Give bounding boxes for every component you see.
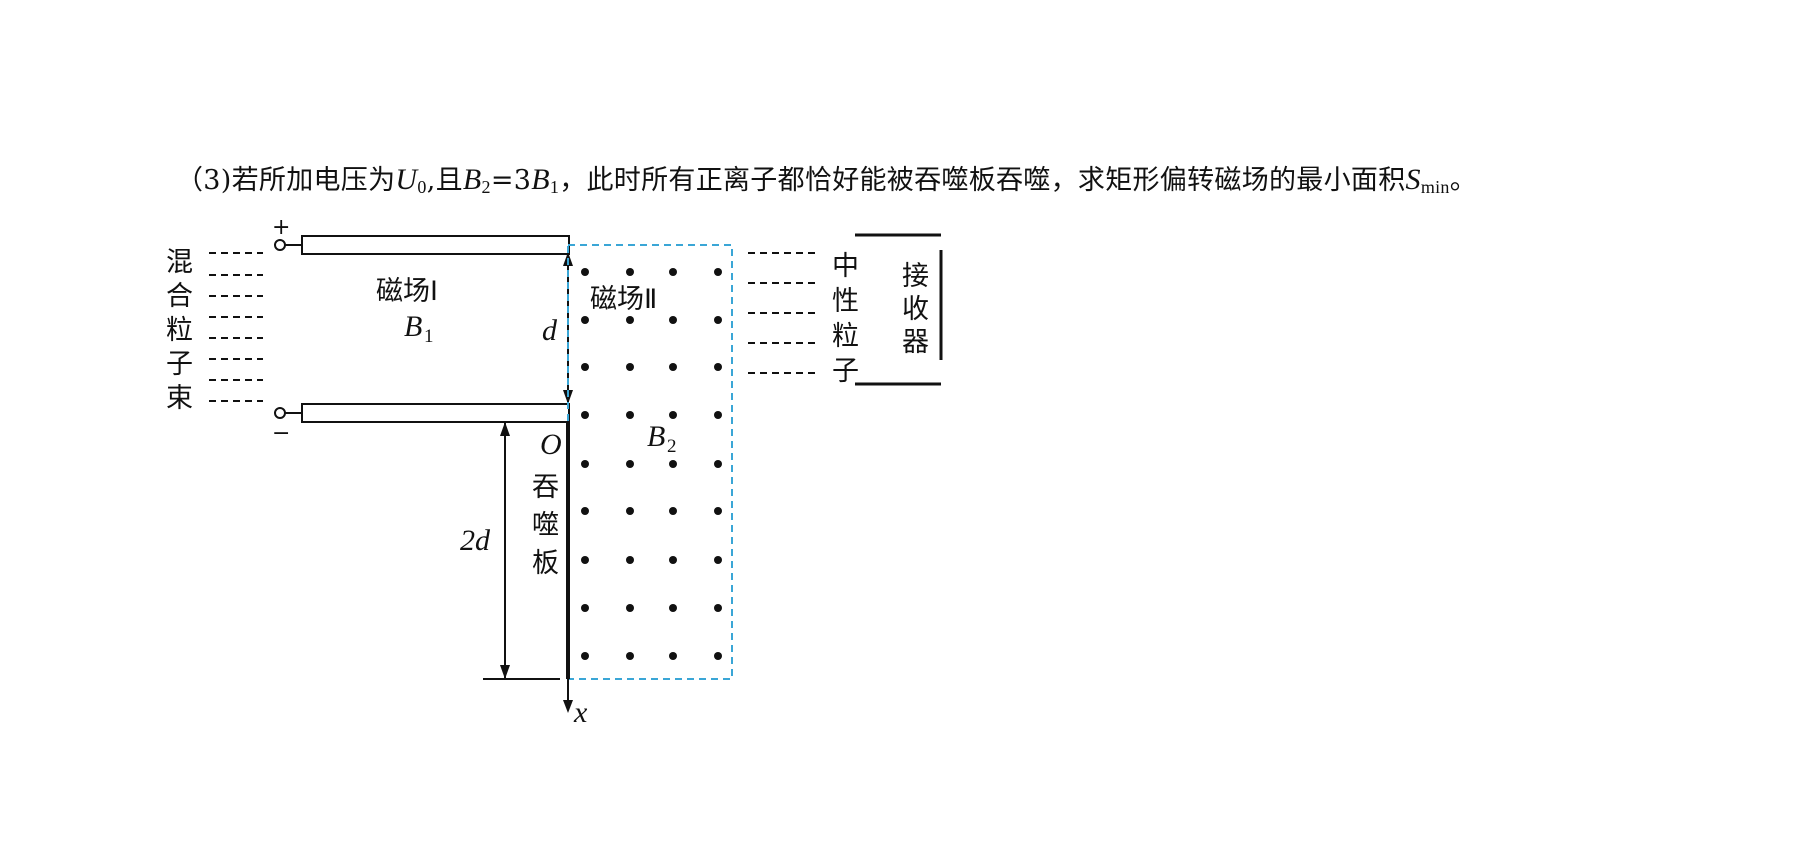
field-dot xyxy=(714,556,722,564)
x-axis-arrow xyxy=(563,679,573,713)
field-dot xyxy=(669,411,677,419)
field-dot xyxy=(714,507,722,515)
minus-sign: − xyxy=(272,421,290,446)
field-dot xyxy=(581,604,589,612)
svg-text:收: 收 xyxy=(902,294,929,325)
field-dot xyxy=(714,652,722,660)
2d-dimension-arrow xyxy=(483,422,560,680)
svg-text:噬: 噬 xyxy=(532,510,559,541)
field-dot xyxy=(581,363,589,371)
receiver-label: 接 收 器 xyxy=(902,261,929,358)
field-dot xyxy=(669,652,677,660)
field-dot xyxy=(581,507,589,515)
field-dot xyxy=(714,411,722,419)
svg-text:子: 子 xyxy=(832,356,859,387)
field-dot xyxy=(669,604,677,612)
field-dot xyxy=(581,411,589,419)
field-1-label: 磁场Ⅰ xyxy=(376,276,438,307)
d-label: d xyxy=(542,314,558,347)
svg-text:粒: 粒 xyxy=(166,315,193,346)
field-dot xyxy=(669,507,677,515)
svg-text:性: 性 xyxy=(832,286,859,317)
mixed-beam-label: 混 合 粒 子 束 xyxy=(166,247,193,414)
svg-text:合: 合 xyxy=(166,281,193,312)
field-1-B-sub: 1 xyxy=(424,326,434,347)
field-dot xyxy=(714,363,722,371)
field-dot xyxy=(626,411,634,419)
field-dot xyxy=(669,363,677,371)
svg-text:板: 板 xyxy=(532,548,559,579)
field-dot xyxy=(669,460,677,468)
upper-plate: + xyxy=(272,215,570,255)
mixed-beam-lines xyxy=(209,252,263,402)
neutral-particle-lines xyxy=(748,252,816,374)
field-dot xyxy=(714,268,722,276)
svg-text:粒: 粒 xyxy=(832,321,859,352)
svg-text:混: 混 xyxy=(166,247,193,278)
field-dot xyxy=(626,363,634,371)
field-dot xyxy=(669,268,677,276)
lower-plate: − xyxy=(272,403,570,446)
field-dot xyxy=(581,652,589,660)
field-dot xyxy=(581,268,589,276)
field-1-B: B xyxy=(404,310,422,343)
neutral-particle-label: 中 性 粒 子 xyxy=(832,251,859,387)
field-2-B: B xyxy=(647,420,665,453)
svg-text:中: 中 xyxy=(832,251,859,282)
field-dot xyxy=(669,316,677,324)
x-axis-label: x xyxy=(573,696,588,729)
field-dot xyxy=(626,460,634,468)
field-dot xyxy=(581,460,589,468)
svg-text:器: 器 xyxy=(902,327,929,358)
absorber-plate-label: 吞 噬 板 xyxy=(532,472,559,579)
field-2-dots xyxy=(581,268,722,660)
question-text: （3)若所加电压为U0,且B2=3B1，此时所有正离子都恰好能被吞噬板吞噬，求矩… xyxy=(176,163,1478,197)
svg-text:束: 束 xyxy=(166,383,193,414)
2d-label: 2d xyxy=(460,524,491,557)
field-2-B-sub: 2 xyxy=(667,436,677,457)
svg-text:接: 接 xyxy=(902,261,929,292)
field-dot xyxy=(626,652,634,660)
field-dot xyxy=(626,316,634,324)
field-dot xyxy=(581,556,589,564)
plus-sign: + xyxy=(272,215,290,240)
svg-text:吞: 吞 xyxy=(532,472,559,503)
field-dot xyxy=(669,556,677,564)
receiver xyxy=(855,233,943,386)
field-dot xyxy=(714,316,722,324)
field-dot xyxy=(626,556,634,564)
field-2-label: 磁场Ⅱ xyxy=(590,284,657,315)
field-dot xyxy=(714,604,722,612)
origin-label: O xyxy=(540,428,562,461)
field-dot xyxy=(581,316,589,324)
svg-text:子: 子 xyxy=(166,349,193,380)
field-dot xyxy=(626,268,634,276)
field-dot xyxy=(714,460,722,468)
field-dot xyxy=(626,507,634,515)
field-dot xyxy=(626,604,634,612)
